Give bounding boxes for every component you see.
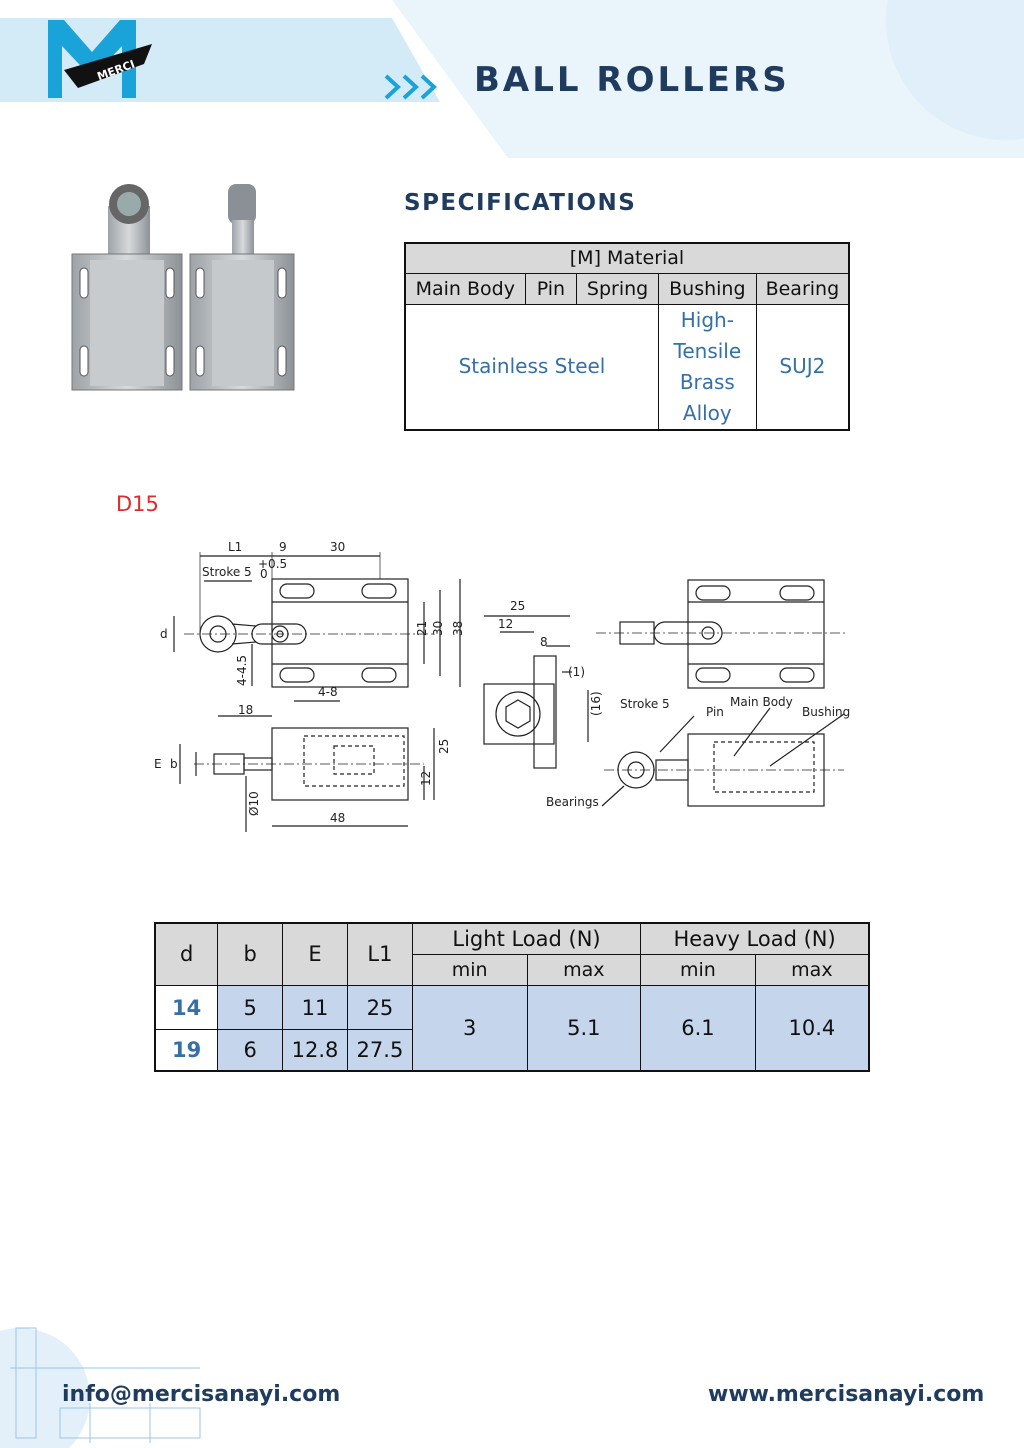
dim-1: (1) [568, 665, 585, 679]
dimensions-table: d b E L1 Light Load (N) Heavy Load (N) m… [154, 922, 870, 1072]
table-row: 14 5 11 25 3 5.1 6.1 10.4 [154, 984, 870, 1072]
col-spring: Spring [576, 272, 659, 305]
dim-38: 38 [451, 621, 465, 636]
product-photo [64, 176, 304, 398]
dim-25-top: 25 [510, 599, 525, 613]
dim-4-45: 4-4.5 [235, 655, 249, 686]
footer-email-link[interactable]: info@mercisanayi.com [62, 1382, 341, 1407]
header-b: b [217, 922, 284, 986]
chevrons-icon [384, 72, 442, 102]
row-1-e: 11 [282, 984, 348, 1031]
dim-12-top: 12 [498, 617, 513, 631]
header-heavy-max: max [754, 953, 870, 986]
dim-l1: L1 [228, 540, 242, 554]
dim-stroke-tol-low: 0 [260, 567, 268, 581]
header-e: E [282, 922, 348, 986]
dim-b: b [170, 757, 178, 771]
merci-logo: MERCI [44, 16, 156, 102]
dim-48: 48 [330, 811, 345, 825]
footer-decoration [0, 1327, 201, 1448]
dim-stroke-2: Stroke 5 [620, 697, 670, 711]
specifications-heading: SPECIFICATIONS [404, 190, 637, 216]
light-min-value: 3 [411, 984, 528, 1072]
dim-30-top: 30 [330, 540, 345, 554]
row-2-d: 19 [154, 1029, 219, 1072]
row-2-l1: 27.5 [346, 1029, 413, 1072]
label-main-body: Main Body [730, 695, 793, 709]
header-d: d [154, 922, 219, 986]
dim-8: 8 [540, 635, 548, 649]
row-2-b: 6 [217, 1029, 284, 1072]
dim-d: d [160, 627, 168, 641]
dim-stroke: Stroke 5 [202, 565, 252, 579]
dim-25-side: 25 [437, 739, 451, 754]
header-l1: L1 [346, 922, 413, 986]
value-stainless-steel: Stainless Steel [404, 303, 659, 430]
header-light-min: min [411, 953, 528, 986]
value-bushing-material: High-Tensile Brass Alloy [657, 303, 757, 430]
dim-18: 18 [238, 703, 253, 717]
dim-9: 9 [279, 540, 287, 554]
specifications-table: [M] Material Main Body Pin Spring Bushin… [404, 242, 850, 431]
col-pin: Pin [524, 272, 578, 305]
dim-12-side: 12 [419, 771, 433, 786]
dim-4-8: 4-8 [318, 685, 338, 699]
header-heavy-min: min [640, 953, 756, 986]
page-title: BALL ROLLERS [474, 60, 790, 100]
row-2-e: 12.8 [282, 1029, 348, 1072]
dim-e: E [154, 757, 162, 771]
label-bearings: Bearings [546, 795, 599, 809]
col-bushing: Bushing [657, 272, 757, 305]
dim-16: (16) [589, 691, 603, 716]
col-bearing: Bearing [755, 272, 850, 305]
material-header: [M] Material [404, 242, 850, 274]
technical-drawing: L1 9 30 Stroke 5 +0.5 0 d 4-4.5 4-8 21 3… [154, 540, 850, 832]
heavy-max-value: 10.4 [754, 984, 870, 1072]
label-pin: Pin [706, 705, 724, 719]
row-1-l1: 25 [346, 984, 413, 1031]
value-bearing-material: SUJ2 [755, 303, 850, 430]
header-light-load: Light Load (N) [411, 922, 642, 955]
model-label: D15 [116, 492, 159, 516]
table-row: 19 6 12.8 27.5 [154, 1029, 869, 1072]
label-bushing: Bushing [802, 705, 850, 719]
row-1-b: 5 [217, 984, 284, 1031]
row-1-d: 14 [154, 984, 219, 1031]
heavy-min-value: 6.1 [640, 984, 756, 1072]
dim-phi10: Ø10 [247, 791, 261, 816]
dim-stroke-tol: +0.5 [258, 557, 287, 571]
dim-21: 21 [415, 621, 429, 636]
light-max-value: 5.1 [526, 984, 642, 1072]
header-heavy-load: Heavy Load (N) [640, 922, 870, 955]
header-light-max: max [526, 953, 642, 986]
col-main-body: Main Body [404, 272, 526, 305]
footer-website-link[interactable]: www.mercisanayi.com [708, 1382, 985, 1407]
dim-30: 30 [431, 621, 445, 636]
